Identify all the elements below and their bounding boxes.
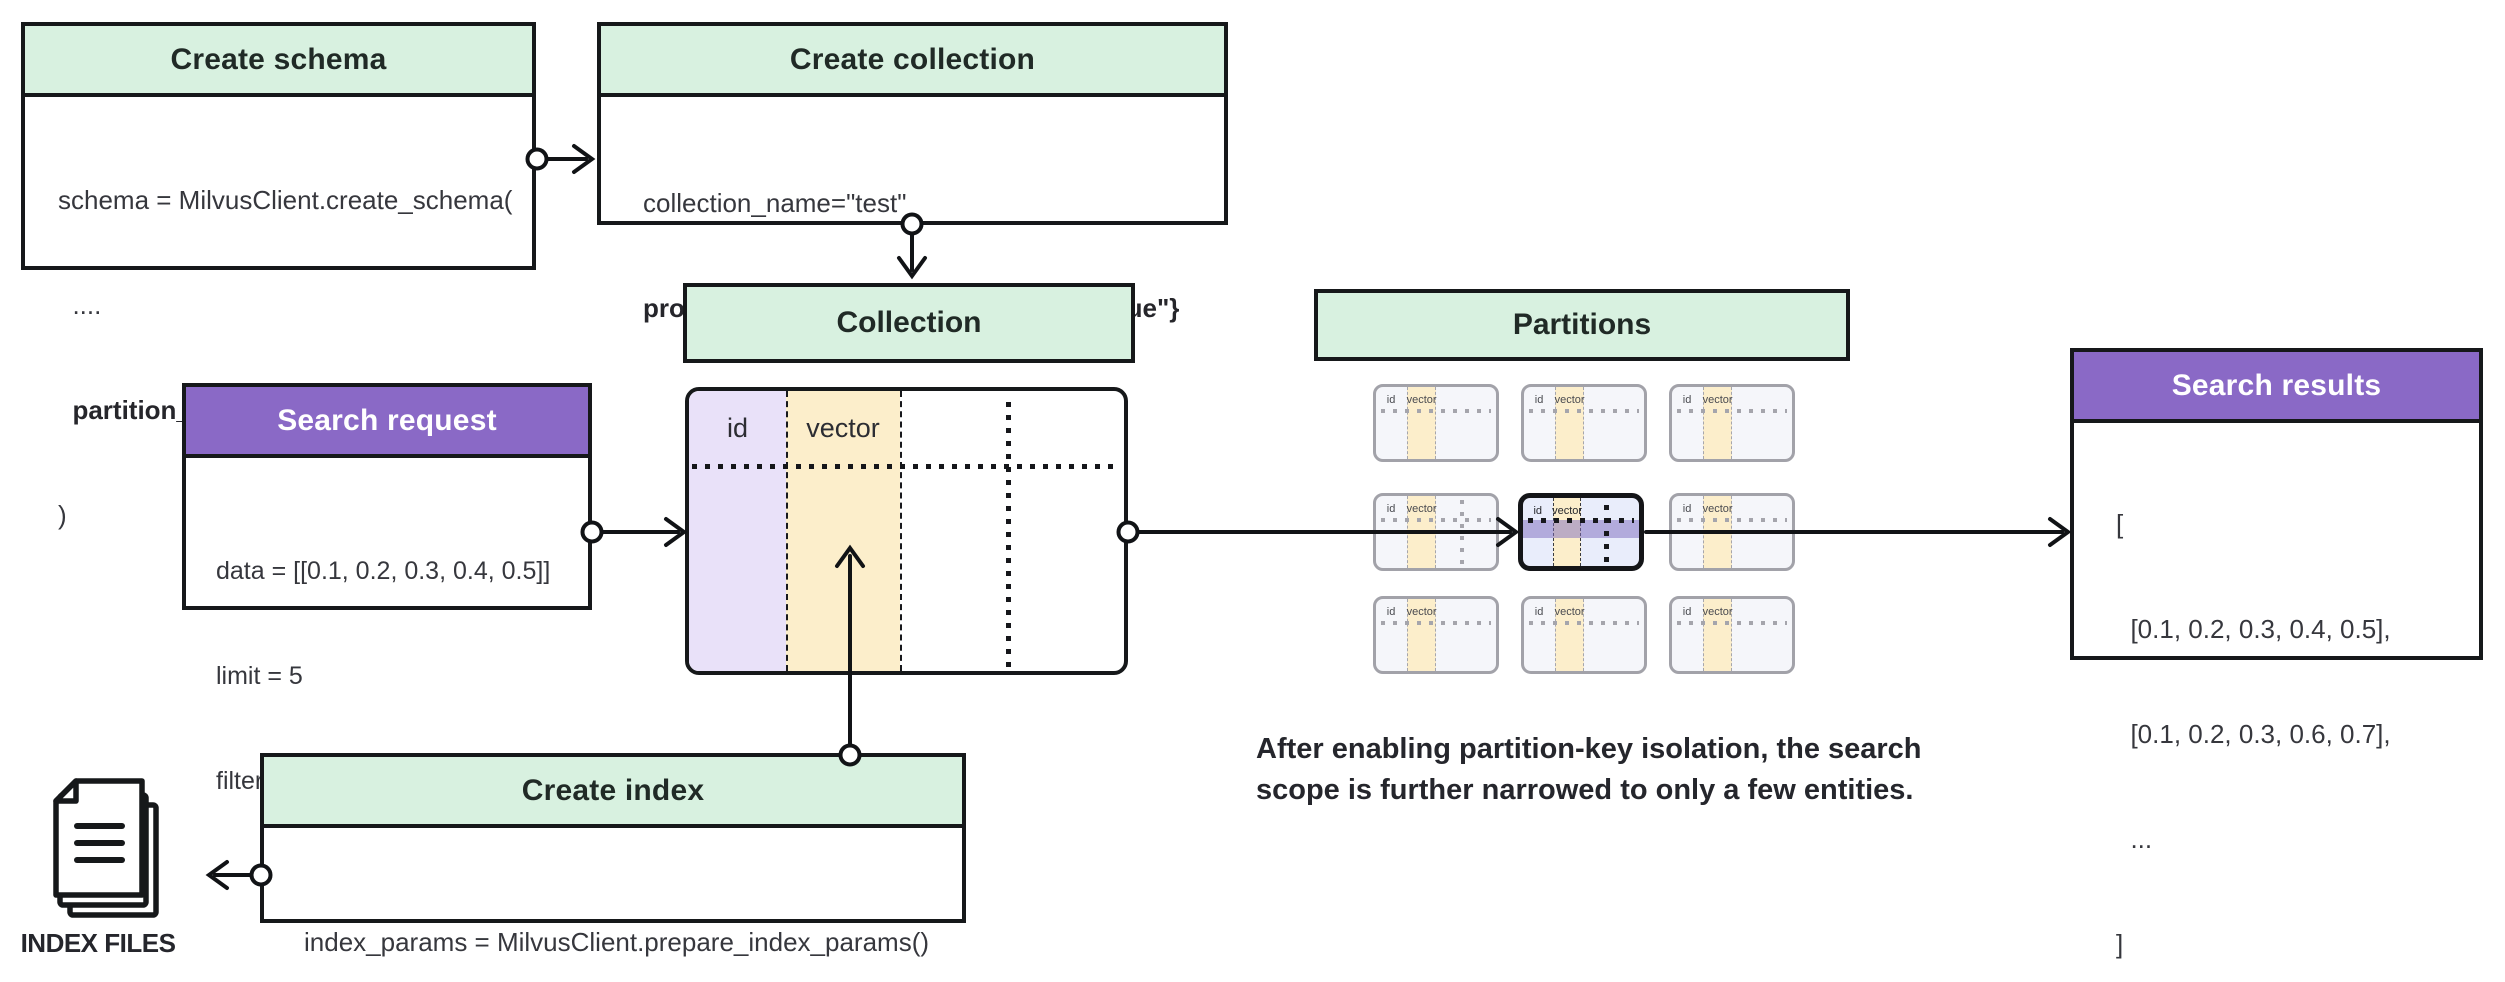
code-line: index_params = MilvusClient.prepare_inde… (304, 927, 930, 957)
id-column (689, 391, 786, 671)
dotted-row (1676, 620, 1788, 625)
column-divider (900, 391, 902, 671)
search-request-header: Search request (186, 387, 588, 458)
code-line: [0.1, 0.2, 0.3, 0.6, 0.7], (2116, 719, 2391, 749)
vector-band (1555, 599, 1584, 671)
create-collection-box: Create collection collection_name="test"… (597, 22, 1228, 323)
search-results-box: Search results [ [0.1, 0.2, 0.3, 0.4, 0.… (2070, 348, 2483, 959)
code-line: .... (58, 290, 102, 320)
partitions-title: Partitions (1512, 308, 1652, 341)
search-results-header: Search results (2074, 352, 2479, 423)
create-index-title: Create index (521, 773, 705, 807)
dotted-row (1528, 408, 1640, 413)
card-vector-label: vector (1406, 503, 1437, 515)
card-vector-label: vector (1554, 606, 1585, 618)
partition-card: id vector (1373, 493, 1499, 571)
vector-column-label: vector (806, 413, 880, 443)
vector-band (1703, 599, 1732, 671)
partition-card: id vector (1669, 493, 1795, 571)
partition-card: id vector (1373, 596, 1499, 674)
card-vector-label: vector (1552, 505, 1583, 517)
code-line: data = [[0.1, 0.2, 0.3, 0.4, 0.5]] (216, 557, 551, 585)
partitions-title-bar: Partitions (1314, 289, 1850, 361)
dotted-row (1676, 408, 1788, 413)
vector-band (1703, 387, 1732, 459)
stacked-documents-icon (53, 778, 159, 918)
card-vector-label: vector (1702, 503, 1733, 515)
partition-card: id vector (1521, 384, 1647, 462)
column-divider (786, 391, 788, 671)
code-line: ... (2116, 824, 2153, 854)
partition-card: id vector (1669, 384, 1795, 462)
collection-table: id vector (685, 387, 1128, 675)
card-id-label: id (1386, 503, 1396, 515)
card-id-label: id (1534, 606, 1544, 618)
id-column-label: id (726, 413, 748, 443)
create-index-header: Create index (264, 757, 962, 828)
partition-card: id vector (1669, 596, 1795, 674)
index-files-label: INDEX FILES (20, 928, 176, 958)
search-results-title: Search results (2171, 368, 2382, 402)
dotted-row (1528, 620, 1640, 625)
card-id-label: id (1386, 394, 1396, 406)
code-line: ] (2116, 929, 2124, 959)
create-collection-header: Create collection (601, 26, 1224, 97)
partition-card: id vector (1521, 596, 1647, 674)
card-id-label: id (1534, 394, 1544, 406)
dotted-row (1380, 620, 1492, 625)
create-index-code: index_params = MilvusClient.prepare_inde… (264, 828, 962, 982)
partition-card-highlighted: id vector (1518, 493, 1644, 571)
card-vector-label: vector (1554, 394, 1585, 406)
search-results-code: [ [0.1, 0.2, 0.3, 0.4, 0.5], [0.1, 0.2, … (2074, 423, 2479, 982)
card-vector-label: vector (1406, 606, 1437, 618)
vector-band (1407, 387, 1436, 459)
card-id-label: id (1682, 394, 1692, 406)
search-request-title: Search request (277, 403, 497, 437)
dotted-col (1604, 502, 1609, 562)
code-line: ) (58, 500, 67, 530)
dotted-row (1676, 517, 1788, 522)
code-line: [ (2116, 509, 2124, 539)
dotted-row (1527, 518, 1635, 523)
code-line: limit = 5 (216, 662, 303, 690)
create-schema-title: Create schema (170, 42, 387, 76)
code-line: [0.1, 0.2, 0.3, 0.4, 0.5], (2116, 614, 2391, 644)
caption: After enabling partition-key isolation, … (1256, 729, 1922, 811)
caption-line: scope is further narrowed to only a few … (1256, 774, 1914, 806)
create-schema-header: Create schema (25, 26, 532, 97)
dotted-column-divider (1006, 395, 1011, 667)
collection-title-bar: Collection (683, 283, 1135, 363)
vector-column (786, 391, 900, 671)
partition-card: id vector (1373, 384, 1499, 462)
collection-title: Collection (836, 306, 982, 339)
card-id-label: id (1682, 503, 1692, 515)
card-id-label: id (1682, 606, 1692, 618)
matched-row-band (1523, 520, 1639, 539)
card-vector-label: vector (1702, 394, 1733, 406)
dotted-row (1380, 517, 1492, 522)
code-line: schema = MilvusClient.create_schema( (58, 185, 513, 215)
create-schema-box: Create schema schema = MilvusClient.crea… (21, 22, 536, 530)
card-vector-label: vector (1702, 606, 1733, 618)
card-vector-label: vector (1406, 394, 1437, 406)
card-id-label: id (1386, 606, 1396, 618)
dotted-col (1460, 500, 1464, 564)
caption-line: After enabling partition-key isolation, … (1256, 733, 1922, 765)
dotted-row-divider (692, 464, 1121, 469)
create-index-box: Create index index_params = MilvusClient… (260, 753, 966, 957)
search-request-box: Search request data = [[0.1, 0.2, 0.3, 0… (182, 383, 592, 795)
vector-band (1407, 599, 1436, 671)
create-collection-title: Create collection (789, 42, 1036, 76)
card-id-label: id (1533, 505, 1542, 517)
dotted-row (1380, 408, 1492, 413)
vector-band (1555, 387, 1584, 459)
code-line: collection_name="test" (643, 188, 907, 218)
